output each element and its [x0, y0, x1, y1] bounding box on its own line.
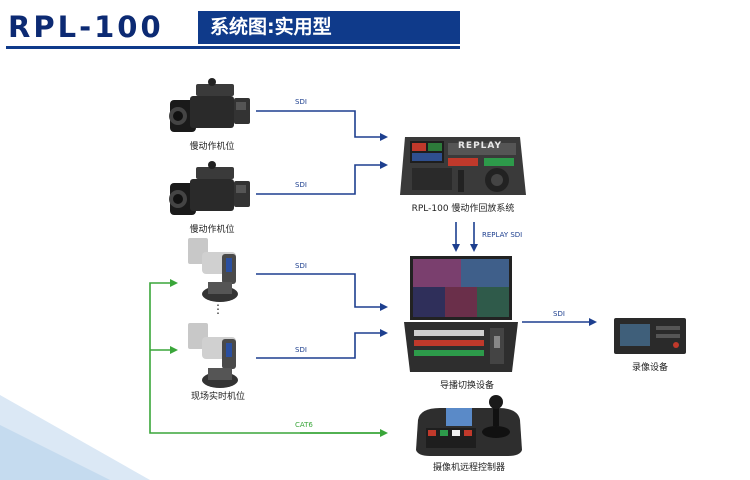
- page-title: 系统图:实用型: [210, 16, 332, 38]
- replay-panel-text: REPLAY: [458, 141, 503, 151]
- sdi-out-label: SDI: [553, 310, 565, 318]
- ptz-controller-icon: [416, 395, 522, 456]
- header-underline: [6, 46, 460, 49]
- sdi-label: SDI: [295, 262, 307, 270]
- ptz-camera-icon: [188, 238, 238, 302]
- replay-system-label: RPL-100 慢动作回放系统: [411, 204, 515, 214]
- replay-controller-icon: [400, 137, 526, 195]
- brand-logo-text: RPL-100: [8, 10, 164, 44]
- ptz-camera-icon: [188, 323, 238, 388]
- camcorder-icon: [169, 161, 250, 215]
- switcher-icon: [404, 256, 518, 372]
- header-title-bar: 系统图:实用型: [198, 11, 460, 44]
- replay-sdi-label: REPLAY SDI: [482, 231, 523, 239]
- ptz-cameras-label: 现场实时机位: [190, 392, 246, 402]
- recorder-icon: [614, 318, 686, 354]
- slowmo-camera-2-label: 慢动作机位: [189, 225, 235, 235]
- sdi-label: SDI: [295, 98, 307, 106]
- sdi-label: SDI: [295, 346, 307, 354]
- ptz-controller-label: 摄像机远程控制器: [432, 463, 506, 473]
- switcher-label: 导播切换设备: [439, 381, 495, 391]
- recorder-label: 录像设备: [631, 363, 669, 373]
- slowmo-camera-1-label: 慢动作机位: [189, 142, 235, 152]
- sdi-label: SDI: [295, 181, 307, 189]
- cat6-label: CAT6: [295, 421, 313, 429]
- ptz-cameras-ellipsis: ⋮: [212, 302, 224, 316]
- camcorder-icon: [169, 78, 250, 132]
